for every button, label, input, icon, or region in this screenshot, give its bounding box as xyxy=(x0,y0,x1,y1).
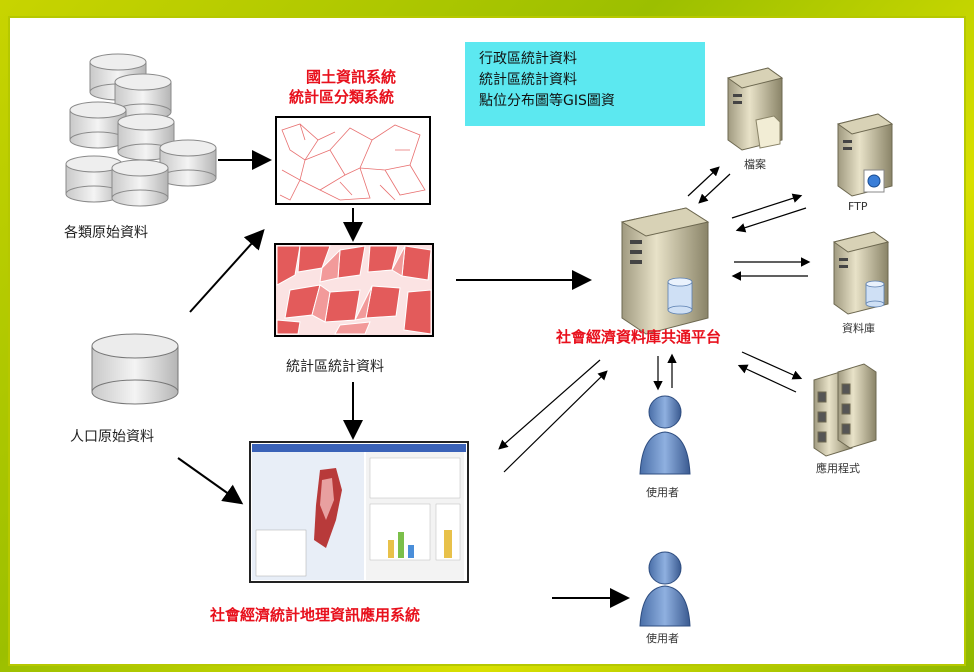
user-1-icon xyxy=(639,395,691,475)
land-info-title-line1: 國土資訊系統 xyxy=(306,68,397,86)
archive-label: 檔案 xyxy=(744,158,766,171)
arrow-population-to-map xyxy=(189,229,265,313)
application-cabinets-icon xyxy=(813,363,877,457)
database-server-icon xyxy=(832,231,890,315)
user-1-label: 使用者 xyxy=(646,486,679,499)
arrow-population-to-gisapp xyxy=(177,457,244,505)
land-info-title-line2: 統計區分類系統 xyxy=(289,88,395,106)
arrow-application-to-platform xyxy=(737,364,797,393)
database-label: 資料庫 xyxy=(842,322,875,335)
statistical-area-filled-map xyxy=(274,243,434,337)
application-label: 應用程式 xyxy=(816,462,860,475)
arrow-archive-to-platform xyxy=(698,173,731,204)
raw-data-label: 各類原始資料 xyxy=(64,225,148,241)
stat-area-stats-label: 統計區統計資料 xyxy=(286,359,384,375)
arrow-platform-to-ftp xyxy=(731,193,803,219)
arrow-gisapp-to-platform xyxy=(503,370,608,473)
archive-server-icon xyxy=(726,67,784,151)
platform-server-icon xyxy=(620,207,710,335)
arrow-platform-to-gisapp xyxy=(498,359,601,450)
platform-title: 社會經濟資料庫共通平台 xyxy=(556,328,722,346)
ftp-label: FTP xyxy=(848,200,868,213)
arrow-platform-to-archive xyxy=(687,166,720,197)
gis-app-title: 社會經濟統計地理資訊應用系統 xyxy=(210,606,421,624)
population-cylinder-icon xyxy=(91,333,179,405)
info-line-1: 行政區統計資料 xyxy=(479,51,577,67)
population-raw-label: 人口原始資料 xyxy=(70,429,154,445)
info-line-2: 統計區統計資料 xyxy=(479,72,577,88)
user-2-icon xyxy=(639,551,691,627)
info-line-3: 點位分布圖等GIS圖資 xyxy=(479,93,615,109)
arrow-platform-to-application xyxy=(741,351,803,380)
statistical-area-outline-map xyxy=(275,116,431,205)
user-2-label: 使用者 xyxy=(646,632,679,645)
ftp-server-icon xyxy=(836,113,894,197)
gis-data-info-box: 行政區統計資料 統計區統計資料 點位分布圖等GIS圖資 xyxy=(465,42,705,126)
gis-application-screenshot xyxy=(249,441,469,583)
arrow-ftp-to-platform xyxy=(735,207,807,233)
raw-data-cylinders-icon xyxy=(65,53,217,207)
